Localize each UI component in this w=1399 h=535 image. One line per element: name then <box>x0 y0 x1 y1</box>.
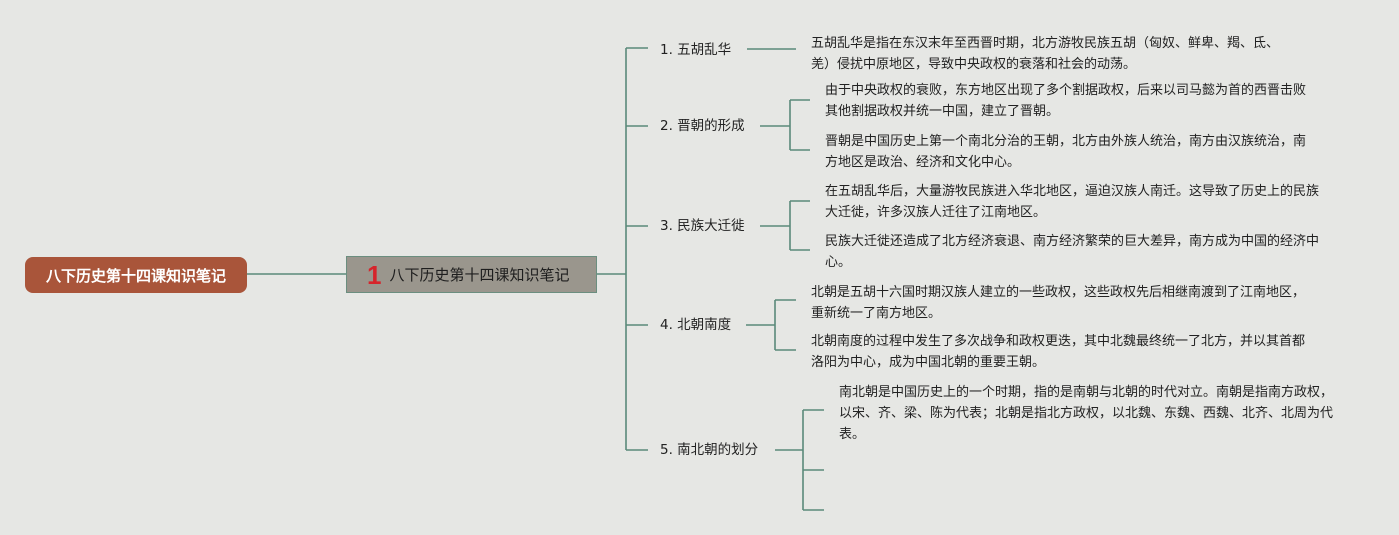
topic-5[interactable]: 5. 南北朝的划分 <box>660 442 759 458</box>
note-3-2[interactable]: 民族大迁徙还造成了北方经济衰退、南方经济繁荣的巨大差异，南方成为中国的经济中心。 <box>825 234 1320 270</box>
note-2-2[interactable]: 晋朝是中国历史上第一个南北分治的王朝，北方由外族人统治，南方由汉族统治，南方地区… <box>825 134 1307 170</box>
main-node[interactable]: 1 八下历史第十四课知识笔记 <box>346 256 597 293</box>
topic-1[interactable]: 1. 五胡乱华 <box>660 42 732 58</box>
note-5-1[interactable]: 南北朝是中国历史上的一个时期，指的是南朝与北朝的时代对立。南朝是指南方政权，以宋… <box>839 385 1334 442</box>
note-3-1[interactable]: 在五胡乱华后，大量游牧民族进入华北地区，逼迫汉族人南迁。这导致了历史上的民族大迁… <box>825 184 1320 220</box>
main-node-number: 1 <box>367 259 382 290</box>
note-4-1[interactable]: 北朝是五胡十六国时期汉族人建立的一些政权，这些政权先后相继南渡到了江南地区，重新… <box>811 285 1306 321</box>
note-4-2[interactable]: 北朝南度的过程中发生了多次战争和政权更迭，其中北魏最终统一了北方，并以其首都洛阳… <box>811 334 1306 370</box>
main-node-label: 八下历史第十四课知识笔记 <box>389 266 570 284</box>
topic-4[interactable]: 4. 北朝南度 <box>660 317 732 333</box>
note-2-1[interactable]: 由于中央政权的衰败，东方地区出现了多个割据政权，后来以司马懿为首的西晋击败其他割… <box>825 83 1307 119</box>
topic-3[interactable]: 3. 民族大迁徙 <box>660 218 745 234</box>
root-node[interactable]: 八下历史第十四课知识笔记 <box>25 257 247 293</box>
topic-2[interactable]: 2. 晋朝的形成 <box>660 118 745 134</box>
note-1-1[interactable]: 五胡乱华是指在东汉末年至西晋时期，北方游牧民族五胡（匈奴、鲜卑、羯、氐、羌）侵扰… <box>811 36 1280 72</box>
